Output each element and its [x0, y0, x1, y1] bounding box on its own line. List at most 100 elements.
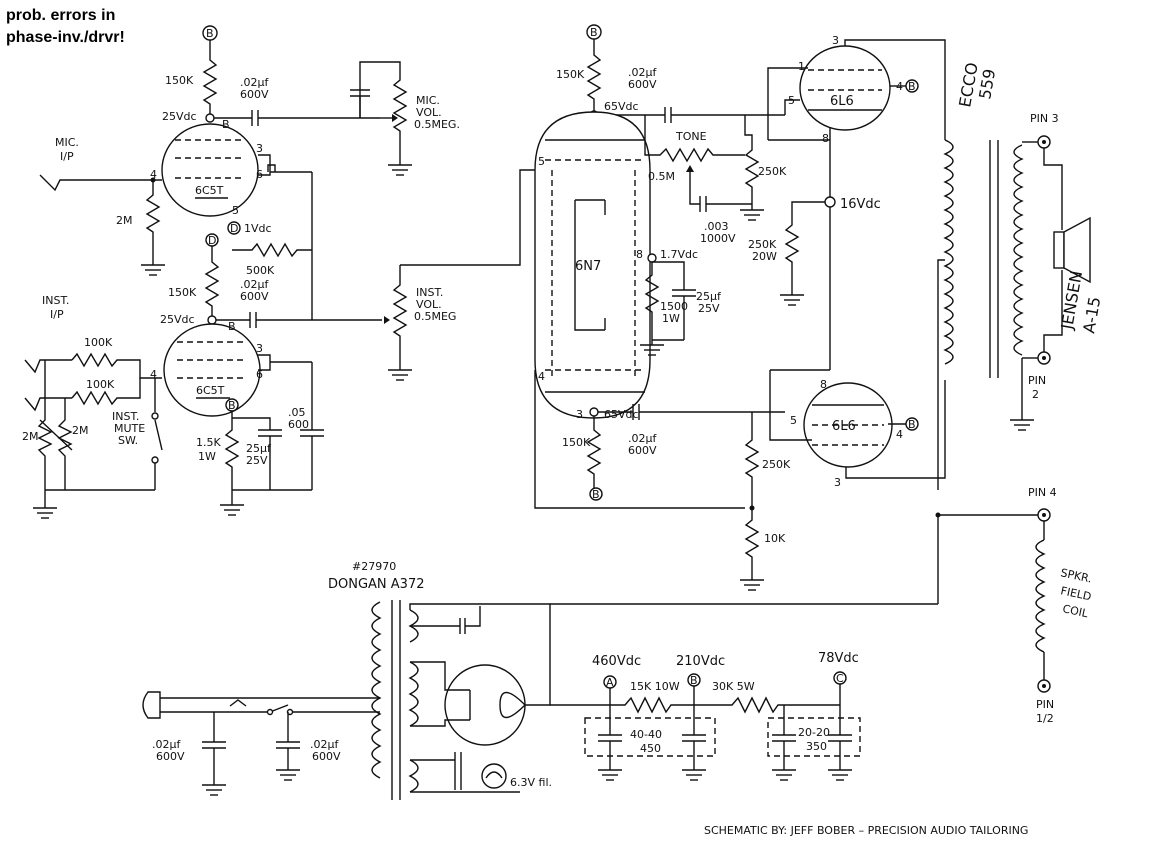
- b-plus-node-mic-label: B: [206, 27, 214, 40]
- label-27970: #27970: [352, 560, 396, 573]
- label-40-40: 40-40: [630, 728, 662, 741]
- inst-input-label: INST.: [42, 294, 69, 307]
- power-transformer-primary: [371, 601, 382, 779]
- label-1vdc: 1Vdc: [244, 222, 272, 235]
- node-d-label-mic: D: [230, 222, 238, 235]
- plate-resistor-150k-mic: [202, 40, 218, 118]
- label-cap-02-line-a: .02µf: [152, 738, 181, 751]
- label-16vdc: 16Vdc: [840, 197, 881, 212]
- pin-b-label-inst: B: [228, 320, 236, 333]
- label-250k-b-20w: 20W: [752, 250, 777, 263]
- output-6l6-upper: 6L6 3 1 5 8 4 B: [767, 34, 946, 200]
- pin-3-label-6n7: 3: [576, 408, 583, 421]
- label-tone: TONE: [675, 130, 707, 143]
- filter-cap-20-20: [767, 717, 861, 757]
- label-250k-c: 250K: [762, 458, 791, 471]
- label-6n7: 6N7: [575, 259, 601, 274]
- b-plus-node-6l6u-label: B: [908, 80, 916, 93]
- label-2m-mic: 2M: [116, 214, 133, 227]
- label-150k-inst: 150K: [168, 286, 197, 299]
- tube-6l6-upper: [799, 45, 891, 131]
- b-plus-node-6n7-label: B: [590, 26, 598, 39]
- label-20-20: 20-20: [798, 726, 830, 739]
- label-25vdc-mic: 25Vdc: [162, 110, 197, 123]
- mic-vol-label3: 0.5MEG.: [414, 118, 460, 131]
- label-78vdc: 78Vdc: [818, 651, 859, 666]
- inst-preamp-stage: 150K 25Vdc .02µf 600V 6C5T B 3 6 4 INST.…: [22, 246, 382, 519]
- inst-mute-label3: SW.: [118, 434, 138, 447]
- inst-mute-label2: MUTE: [114, 422, 145, 435]
- label-pin12-num: 1/2: [1036, 712, 1054, 725]
- label-1-5k: 1.5K: [196, 436, 221, 449]
- inst-mute-label1: INST.: [112, 410, 139, 423]
- filter-cap-40-40: [584, 717, 716, 757]
- label-1-7vdc: 1.7Vdc: [660, 248, 698, 261]
- label-25uf-6n7: 25µf: [696, 290, 722, 303]
- pin-8-label-6n7: 8: [636, 248, 643, 261]
- label-2m-c: 2M: [72, 424, 89, 437]
- label-cap-600v-6n7: 600V: [628, 78, 657, 91]
- label-tone-05m: 0.5M: [648, 170, 675, 183]
- tube-6c5t-mic: [161, 123, 259, 217]
- label-cap-02-6n7: .02µf: [628, 66, 657, 79]
- label-150k-6n7-lower: 150K: [562, 436, 591, 449]
- inst-vol-label2: VOL.: [416, 298, 442, 311]
- power-supply: #27970 DONGAN A372 6.3V fil.: [142, 515, 939, 800]
- label-05uf: .05: [288, 406, 306, 419]
- pin-3-label-6l6u: 3: [832, 34, 839, 47]
- label-dongan-a372: DONGAN A372: [328, 577, 425, 592]
- speaker-icon: [1053, 231, 1065, 269]
- mic-preamp-stage: B 150K 25Vdc .02µf 600V 6C5T B 3 6 4 5 D…: [39, 25, 380, 276]
- mic-volume-pot: MIC. VOL. 0.5MEG.: [350, 61, 460, 176]
- label-6l6-upper: 6L6: [830, 94, 854, 109]
- label-pin2-num: 2: [1032, 388, 1039, 401]
- label-20-20-350: 350: [806, 740, 827, 753]
- label-65vdc: 65Vdc: [604, 100, 639, 113]
- label-cap-02-line-b: .02µf: [310, 738, 339, 751]
- label-cap-02-inst: .02µf: [240, 278, 269, 291]
- b-plus-node-6l6l: [905, 417, 919, 431]
- phase-inverter-6n7: B 150K .02µf 600V 6 65Vdc 6N7 5 4 8 1.7V…: [534, 24, 785, 509]
- errata-note-line2: phase-inv./drvr!: [6, 29, 125, 46]
- pin-b-label-mic: B: [222, 118, 230, 131]
- pin-3-label-6l6l: 3: [834, 476, 841, 489]
- inst-input-jack-2: [24, 397, 72, 412]
- label-1500-1w: 1W: [662, 312, 680, 325]
- b-plus-node-6n7-lower-label: B: [592, 488, 600, 501]
- label-2m-b: 2M: [22, 430, 39, 443]
- label-cap-600v-mic: 600V: [240, 88, 269, 101]
- mix-resistor-500k: D 500K: [205, 164, 313, 320]
- plate-node-inst: [207, 315, 217, 325]
- b-plus-node-6l6u: [905, 79, 919, 93]
- label-1500: 1500: [660, 300, 688, 313]
- tube-6c5t-inst: [163, 323, 261, 417]
- label-cap-02-6n7-lower: .02µf: [628, 432, 657, 445]
- output-transformer-ecco-559: ECCO 559 PIN 3 PIN 2 JENSEN A-15: [937, 61, 1104, 490]
- label-coil: COIL: [1061, 602, 1090, 620]
- mic-vol-label1: MIC.: [416, 94, 440, 107]
- label-cap-02-mic: .02µf: [240, 76, 269, 89]
- label-15k-10w: 15K 10W: [630, 680, 680, 693]
- label-250k-a: 250K: [758, 165, 787, 178]
- label-003: .003: [704, 220, 729, 233]
- node-d-inst-label: D: [208, 234, 216, 247]
- pin-5-label-6n7: 5: [538, 155, 545, 168]
- pin-8-label-6l6u: 8: [822, 132, 829, 145]
- mic-input-label: MIC.: [55, 136, 79, 149]
- inst-input-jack-1: [24, 359, 72, 374]
- mic-ip-label: I/P: [60, 150, 74, 163]
- inst-vol-label3: 0.5MEG: [414, 310, 456, 323]
- label-460vdc: 460Vdc: [592, 654, 641, 669]
- label-559: 559: [975, 67, 999, 100]
- node-a-label: A: [606, 676, 614, 689]
- node-b-ps-label: B: [690, 674, 698, 687]
- rectifier-tube: [444, 664, 526, 746]
- label-pin4: PIN 4: [1028, 486, 1057, 499]
- label-spkr: SPKR.: [1059, 566, 1093, 585]
- label-63v-fil: 6.3V fil.: [510, 776, 552, 789]
- speaker-field-coil: PIN 4 PIN 1/2 SPKR. FIELD COIL: [935, 486, 1093, 725]
- label-cap-600v-6n7-lower: 600V: [628, 444, 657, 457]
- label-250k-b: 250K: [748, 238, 777, 251]
- label-100k-b: 100K: [86, 378, 115, 391]
- inst-ip-label: I/P: [50, 308, 64, 321]
